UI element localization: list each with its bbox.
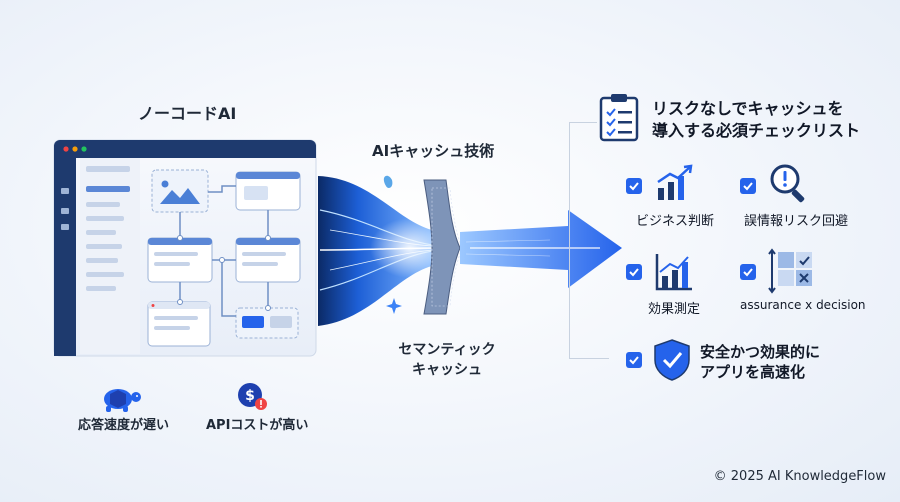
- checkbox-business-judgment[interactable]: [626, 178, 642, 194]
- maximize-dot-icon: [81, 146, 87, 152]
- output-arrow-icon: [460, 210, 622, 288]
- close-dot-icon: [63, 146, 69, 152]
- image-placeholder-icon: [160, 188, 200, 204]
- sparkle-icon: [386, 298, 402, 314]
- turtle-icon: [104, 389, 141, 412]
- checkbox-misinformation-risk[interactable]: [740, 178, 756, 194]
- checklist-title: リスクなしでキャッシュを 導入する必須チェックリスト: [652, 99, 861, 140]
- final-statement: 安全かつ効果的に アプリを高速化: [700, 343, 821, 381]
- check-icon: [629, 182, 639, 191]
- minimize-dot-icon: [72, 146, 78, 152]
- checkbox-effect-measurement[interactable]: [626, 264, 642, 280]
- checklist-bracket: [569, 122, 570, 358]
- check-icon: [629, 268, 639, 277]
- nocode-app-window: [53, 139, 317, 357]
- clipboard-checklist-icon: [599, 94, 639, 142]
- item-business-judgment: ビジネス判断: [636, 214, 715, 229]
- item-effect-measurement: 効果測定: [648, 302, 701, 317]
- window-left-rail: [54, 158, 76, 356]
- middle-title: AIキャッシュ技術: [372, 142, 495, 160]
- item-assurance-decision: assurance x decision: [740, 298, 866, 312]
- svg-text:$: $: [245, 388, 255, 404]
- cache-filter-icon: [423, 179, 461, 315]
- dollar-alert-icon: $: [238, 383, 267, 410]
- copyright-text: © 2025 AI KnowledgeFlow: [713, 469, 886, 484]
- checkbox-safe-speedup[interactable]: [626, 352, 642, 368]
- check-icon: [743, 182, 753, 191]
- bar-chart-icon: [655, 254, 692, 291]
- matrix-icon: [768, 248, 812, 294]
- cache-stream-arrow: [318, 175, 622, 326]
- magnifier-alert-icon: [770, 164, 805, 203]
- check-icon: [629, 356, 639, 365]
- checkbox-assurance-decision[interactable]: [740, 264, 756, 280]
- check-icon: [743, 268, 753, 277]
- shield-check-icon: [654, 339, 690, 381]
- leaf-icon: [383, 175, 393, 188]
- growth-chart-icon: [657, 164, 693, 200]
- issue-slow-response: 応答速度が遅い: [78, 418, 170, 433]
- issue-high-api-cost: APIコストが高い: [206, 418, 309, 433]
- item-misinformation-risk: 誤情報リスク回避: [744, 214, 849, 229]
- left-title: ノーコードAI: [138, 104, 237, 123]
- semantic-cache-label: セマンティック キャッシュ: [398, 342, 496, 378]
